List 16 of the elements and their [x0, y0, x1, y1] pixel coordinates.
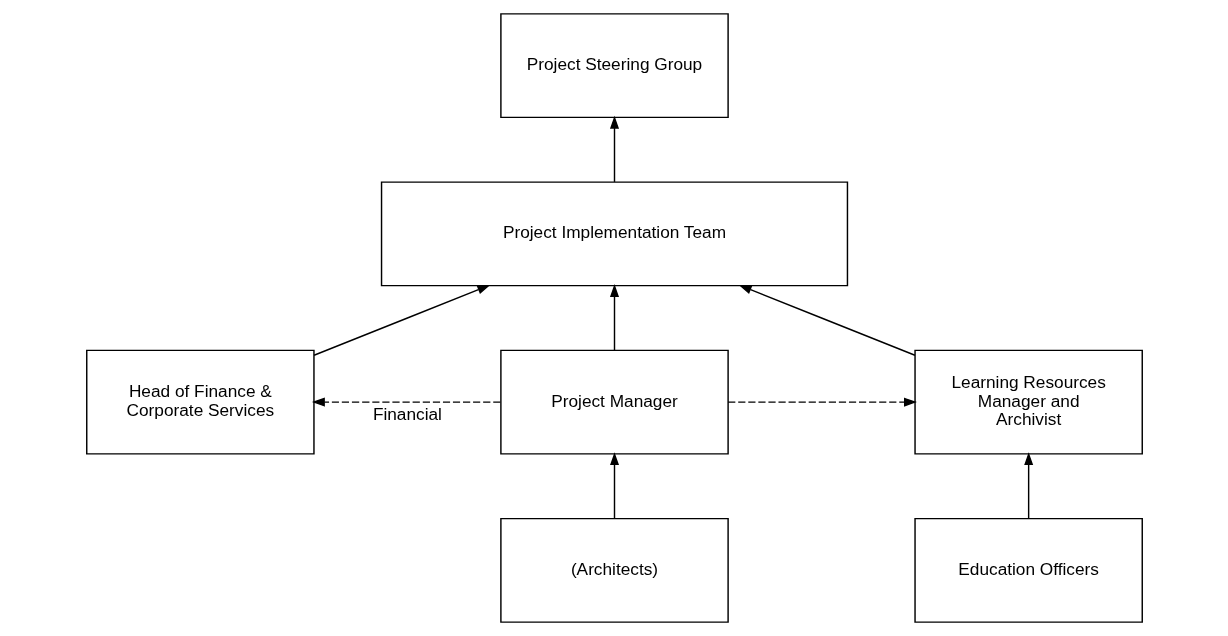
node-box: Project Implementation Team [380, 181, 848, 287]
arrow [311, 397, 501, 407]
arrow [726, 397, 917, 407]
node-box: Project Steering Group [499, 13, 729, 119]
node-box: (Architects) [499, 517, 729, 623]
arrow [312, 284, 490, 356]
node-box: Project Manager [499, 349, 729, 455]
arrow [738, 284, 916, 356]
arrow [609, 115, 619, 183]
arrow [1023, 452, 1033, 520]
arrow [609, 452, 619, 520]
node-box: Education Officers [913, 517, 1143, 623]
arrow [609, 283, 619, 351]
edge-label: Financial [372, 404, 442, 425]
node-box: Head of Finance & Corporate Services [85, 349, 315, 455]
node-box: Learning Resources Manager and Archivist [913, 349, 1143, 455]
